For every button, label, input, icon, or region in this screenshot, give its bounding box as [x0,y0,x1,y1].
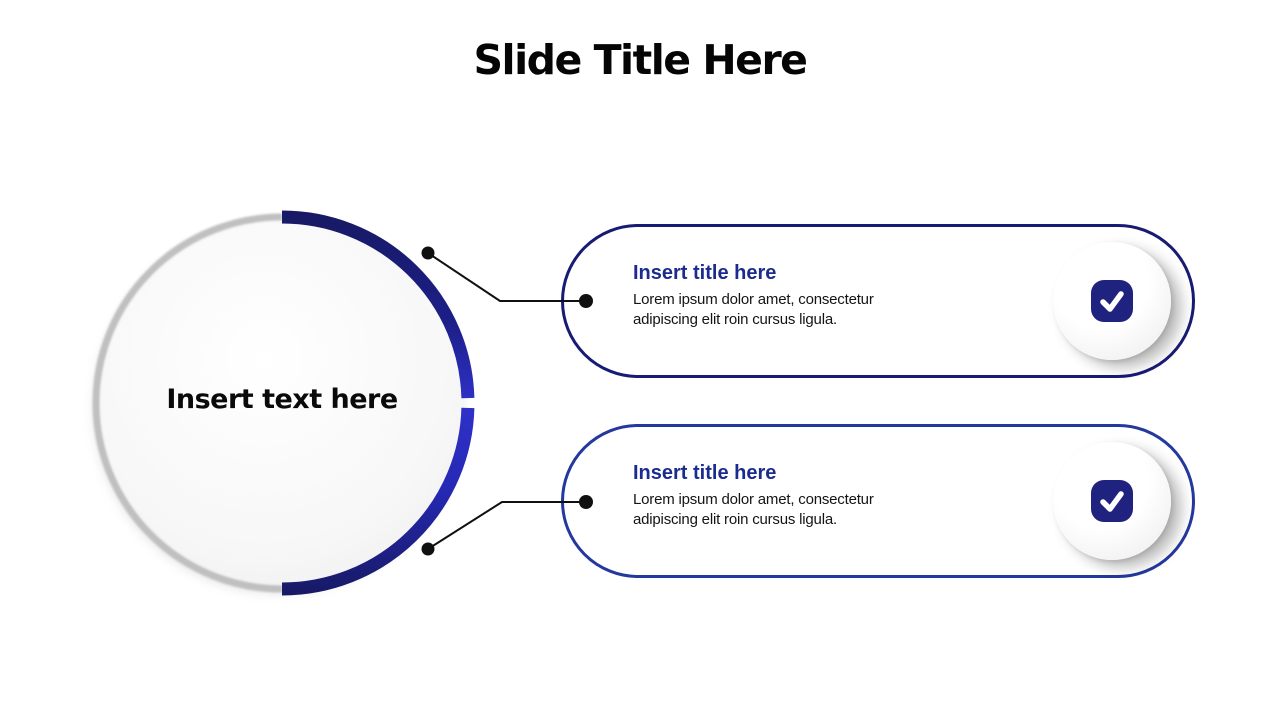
blue-arc-segment-bottom [281,407,475,596]
circle-text-placeholder[interactable]: Insert text here [166,384,398,415]
callout-body-line: adipiscing elit roin cursus ligula. [633,510,837,528]
gray-half-ring [92,213,283,593]
main-circle[interactable] [99,220,465,586]
callout-body-line: Lorem ipsum dolor amet, consectetur [633,491,874,508]
slide-title-placeholder[interactable]: Slide Title Here [473,36,808,84]
check-icon [1091,480,1133,522]
callout-title[interactable]: Insert title here [633,262,777,284]
callout-body-line: Lorem ipsum dolor amet, consectetur [633,291,874,308]
badge-circle [1053,442,1171,560]
check-icon [1091,280,1133,322]
callout-box-1[interactable]: Insert title here Lorem ipsum dolor amet… [561,224,1195,378]
callout-title[interactable]: Insert title here [633,462,777,484]
badge-circle [1053,242,1171,360]
callout-body-line: adipiscing elit roin cursus ligula. [633,310,837,328]
blue-arc-segment-top [281,210,475,399]
callout-box-2[interactable]: Insert title here Lorem ipsum dolor amet… [561,424,1195,578]
